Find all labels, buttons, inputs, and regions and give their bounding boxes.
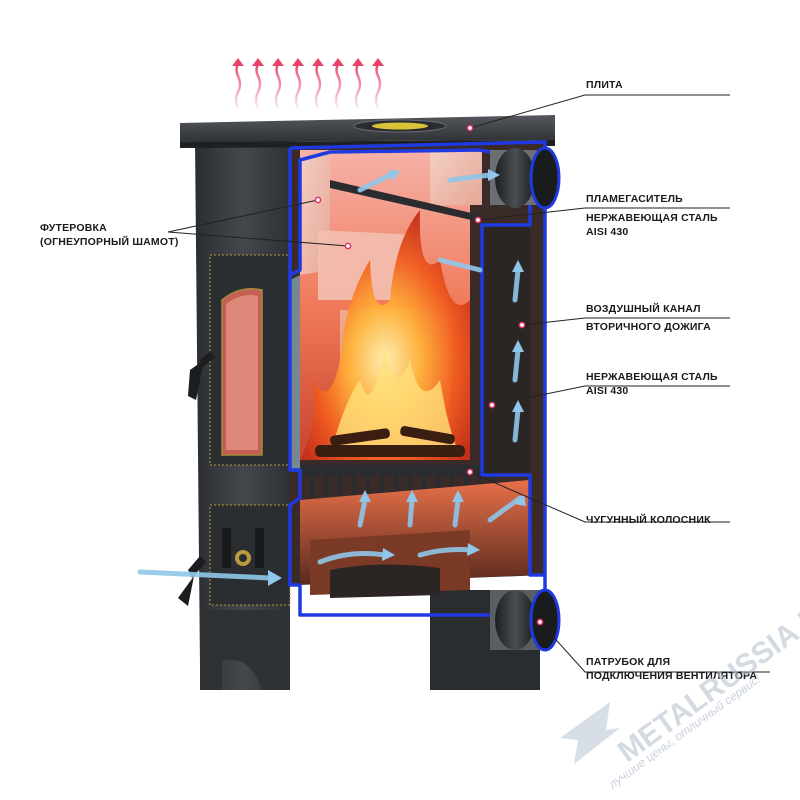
label-plita: ПЛИТА (586, 79, 623, 91)
label-futerovka-sub: (ОГНЕУПОРНЫЙ ШАМОТ) (40, 236, 179, 248)
label-pipe-1: ПАТРУБОК ДЛЯ (586, 656, 671, 668)
stove-body (178, 115, 555, 690)
firebox-cutaway (288, 140, 547, 617)
label-plamegasitel-steel: НЕРЖАВЕЮЩАЯ СТАЛЬ (586, 212, 718, 224)
heat-wave-arrows-icon (234, 62, 382, 110)
airflow-arrow-icon (137, 172, 523, 581)
label-steel: НЕРЖАВЕЮЩАЯ СТАЛЬ (586, 371, 718, 383)
fan-connection-pipe (490, 588, 561, 652)
label-air-channel-2: ВТОРИЧНОГО ДОЖИГА (586, 321, 711, 333)
label-plamegasitel: ПЛАМЕГАСИТЕЛЬ (586, 193, 683, 205)
label-air-channel-1: ВОЗДУШНЫЙ КАНАЛ (586, 303, 701, 315)
callout-dots (314, 124, 544, 626)
label-plamegasitel-grade: AISI 430 (586, 226, 629, 238)
label-grate: ЧУГУННЫЙ КОЛОСНИК (586, 514, 711, 526)
callout-lines (167, 94, 770, 673)
label-steel-grade: AISI 430 (586, 385, 629, 397)
label-pipe-2: ПОДКЛЮЧЕНИЯ ВЕНТИЛЯТОРА (586, 670, 758, 682)
label-futerovka: ФУТЕРОВКА (40, 222, 107, 234)
flue-pipe (490, 146, 561, 210)
metalrussia-logo-icon (560, 702, 620, 764)
